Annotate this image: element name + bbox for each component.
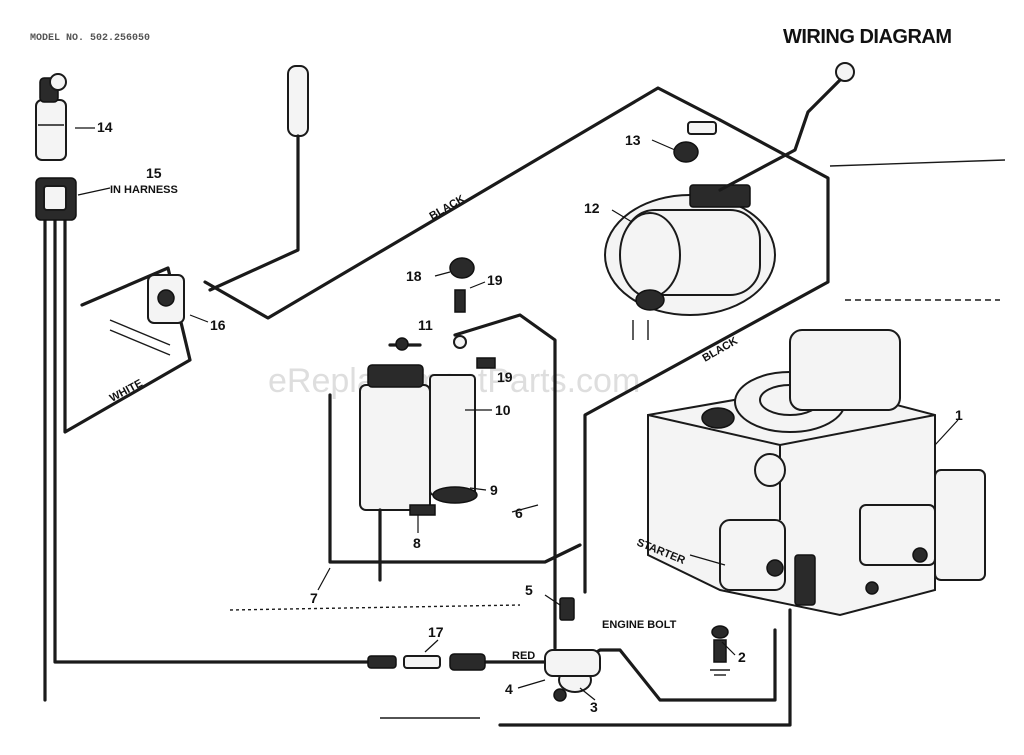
callout-4: 4 [505, 681, 513, 697]
leader-line [189, 314, 209, 323]
engine [647, 329, 986, 617]
engine-ground-wire [498, 608, 792, 727]
solenoid-terminal [673, 121, 717, 163]
callout-8: 8 [413, 535, 421, 551]
starter-terminal [544, 597, 601, 702]
leader-line [651, 139, 676, 151]
solenoid-assembly [604, 184, 776, 340]
callout-19-lower: 19 [497, 369, 513, 385]
callout-14: 14 [97, 119, 113, 135]
leader-line [469, 487, 487, 491]
callout-5: 5 [525, 582, 533, 598]
diagram-title: WIRING DIAGRAM [783, 26, 952, 48]
ignition-key-switch [35, 73, 67, 161]
battery-holddown [388, 337, 496, 369]
callout-13: 13 [625, 132, 641, 148]
label-black-upper: BLACK [428, 193, 467, 223]
battery [359, 364, 476, 582]
battery-positive-cable [453, 313, 557, 650]
leader-line [544, 594, 561, 606]
terminal-cap [449, 257, 475, 279]
label-red: RED [512, 650, 535, 662]
leader-line [934, 419, 959, 446]
leader-line [424, 639, 439, 653]
callout-1: 1 [955, 407, 963, 423]
callout-12: 12 [584, 200, 600, 216]
callout-2: 2 [738, 649, 746, 665]
leader-line [469, 281, 486, 289]
callout-9: 9 [490, 482, 498, 498]
callout-3: 3 [590, 699, 598, 715]
leader-line [579, 687, 596, 701]
callout-18: 18 [406, 268, 422, 284]
callout-17: 17 [428, 624, 444, 640]
harness-connector [35, 177, 77, 221]
fuse-holder [367, 653, 486, 671]
black-wire-upper [203, 86, 722, 320]
leader-line [511, 504, 539, 513]
callout-19-upper: 19 [487, 272, 503, 288]
seat-switch [109, 274, 185, 356]
callout-10: 10 [495, 402, 511, 418]
battery-negative-cable [328, 393, 582, 564]
callout-16: 16 [210, 317, 226, 333]
leader-line [689, 554, 726, 566]
model-number-text: MODEL NO. 502.256050 [30, 33, 150, 44]
frame-line [229, 604, 521, 611]
callout-7: 7 [310, 590, 318, 606]
terminal-bolt [453, 289, 467, 349]
leader-line [434, 271, 451, 277]
leader-line [517, 679, 546, 689]
label-engine-bolt: ENGINE BOLT [602, 619, 677, 631]
leader-line [611, 209, 633, 223]
leader-line [721, 641, 736, 656]
leader-line [317, 567, 331, 591]
engine-bolt [710, 625, 730, 676]
control-rod [718, 62, 855, 192]
white-wire [63, 203, 192, 434]
stray-line [829, 159, 1006, 167]
harness-wire-bottom [53, 203, 382, 664]
starter-motor [719, 519, 816, 606]
battery-tray [432, 486, 478, 504]
callout-11: 11 [418, 317, 433, 333]
black-wire-lower [583, 118, 830, 594]
label-in-harness: IN HARNESS [110, 184, 178, 196]
callout-15: 15 [146, 165, 162, 181]
callout-6: 6 [515, 505, 523, 521]
throttle-lever [208, 65, 309, 292]
leader-line [77, 187, 111, 196]
